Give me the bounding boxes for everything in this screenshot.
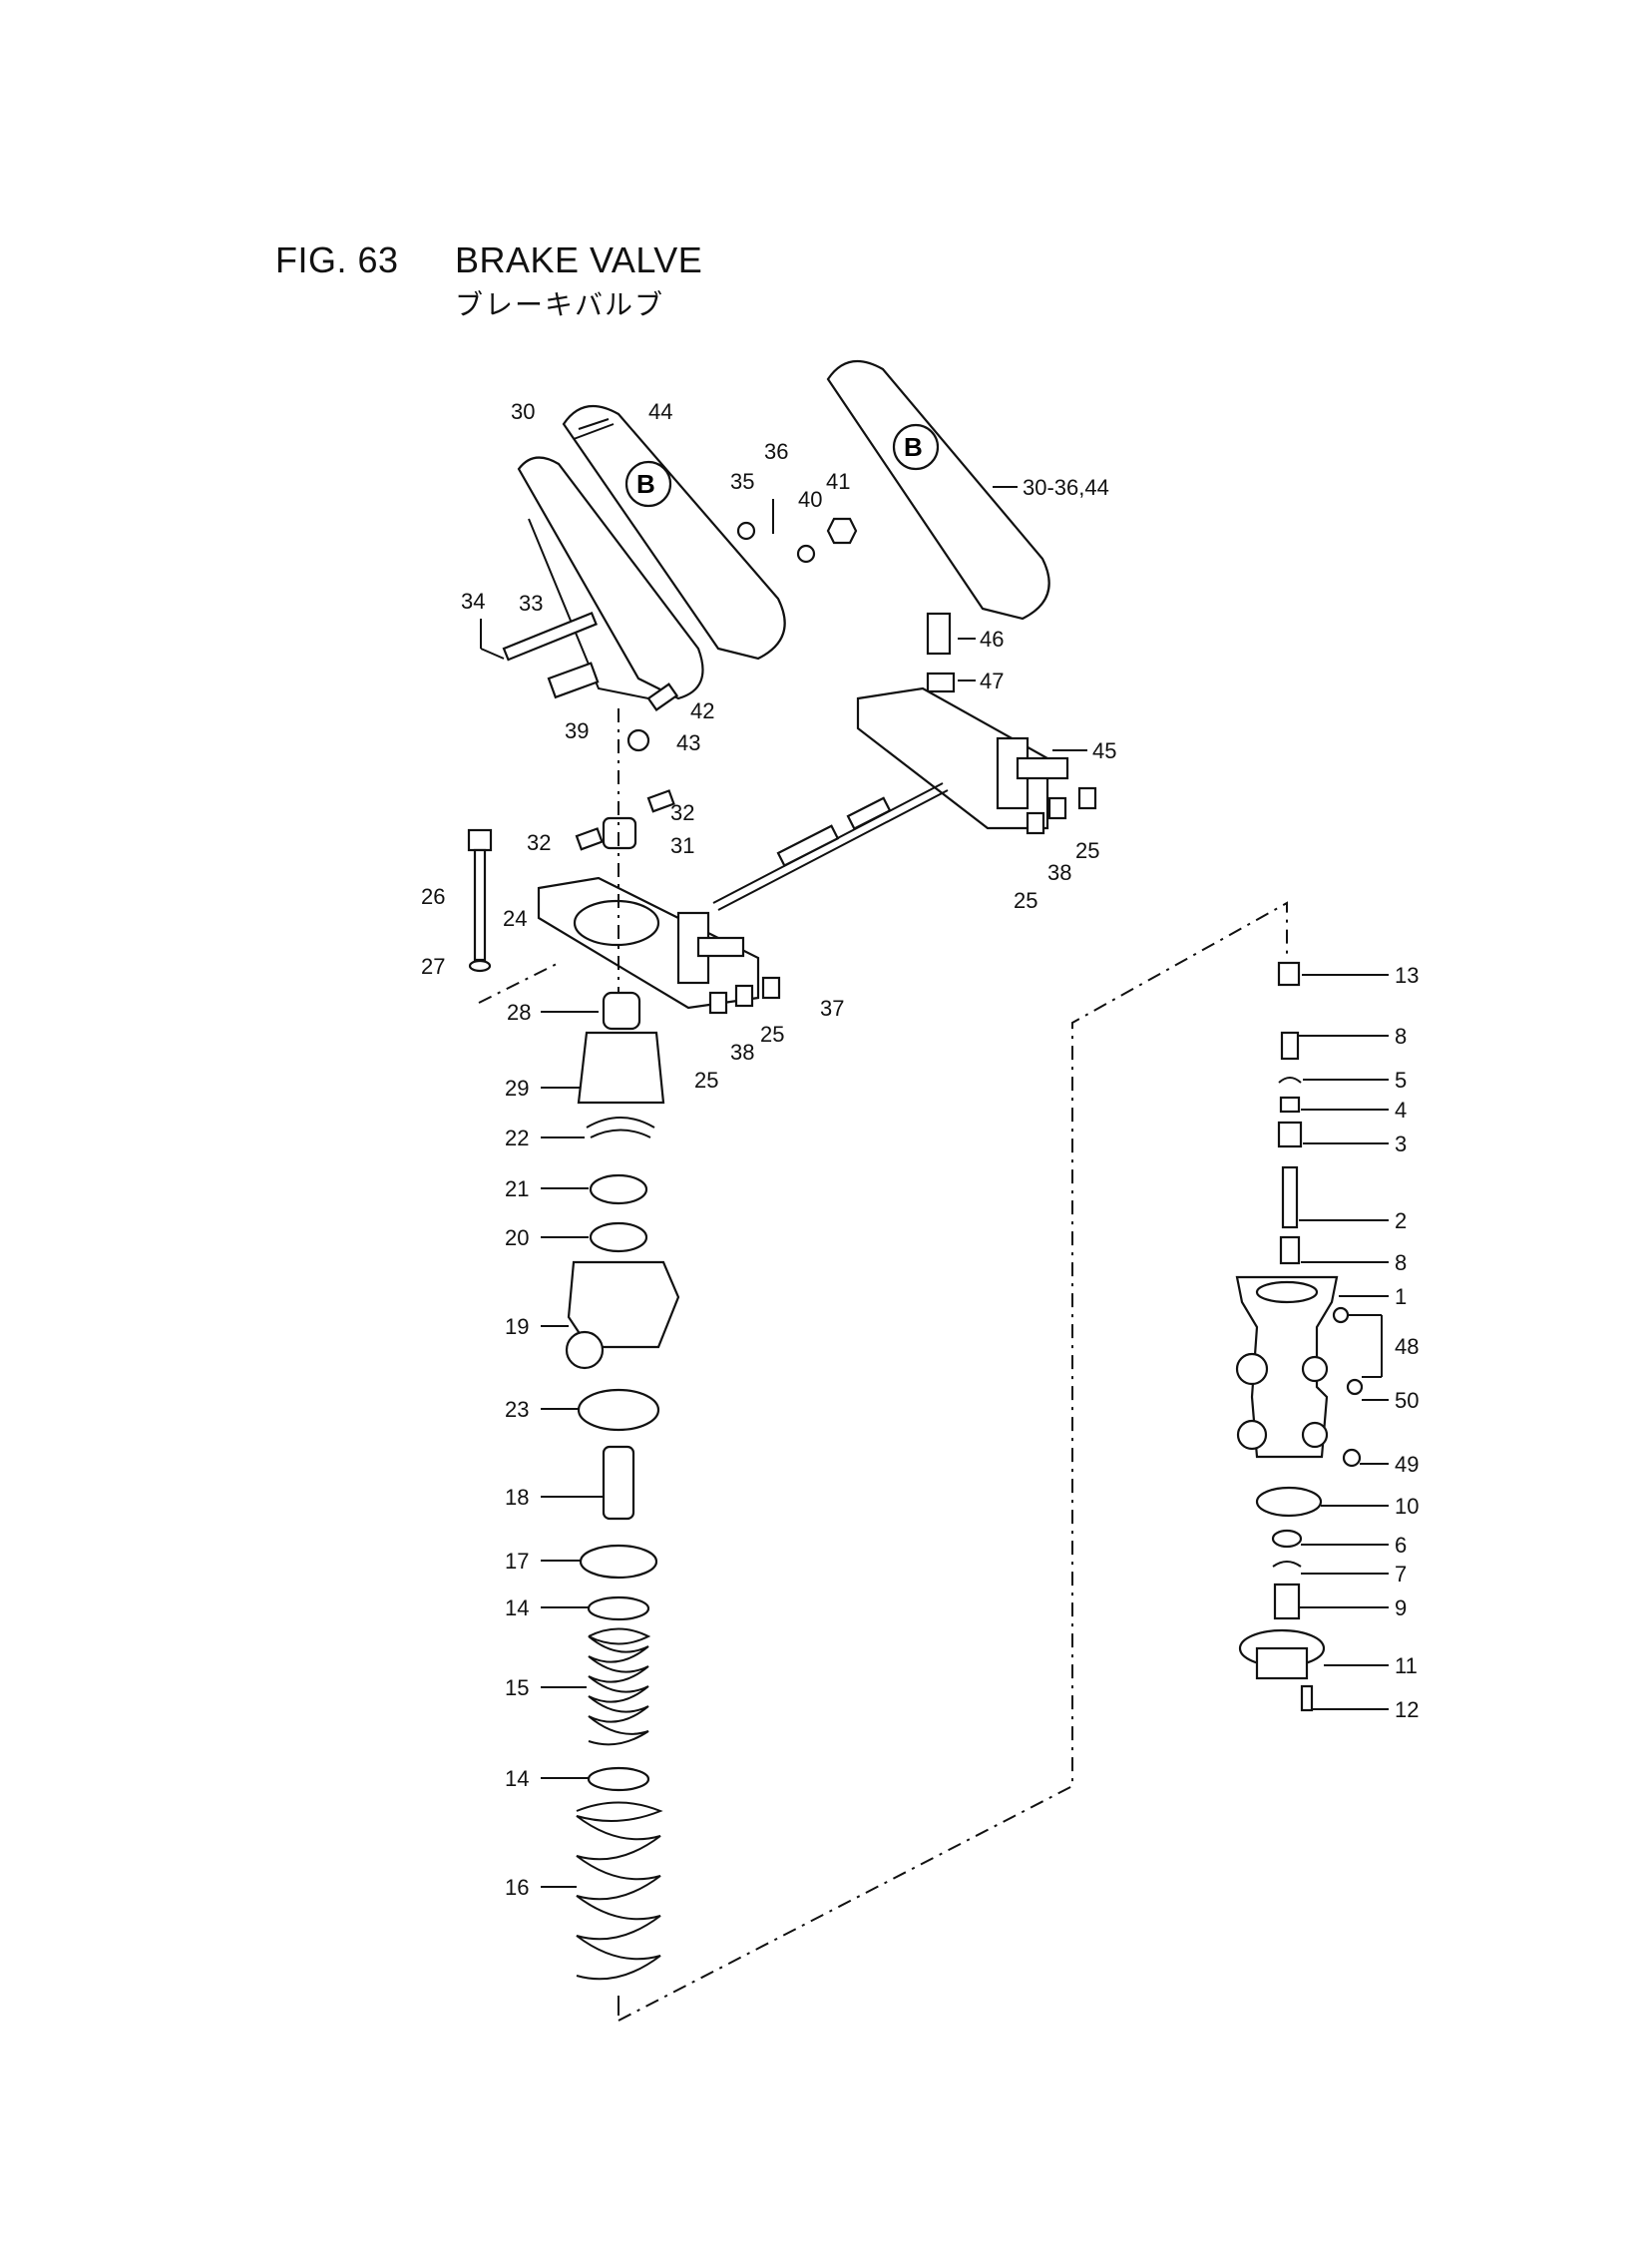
callout-9: 9 bbox=[1395, 1595, 1407, 1620]
callout-leader-lines bbox=[541, 486, 1389, 1888]
callout-31: 31 bbox=[670, 833, 694, 858]
callout-41: 41 bbox=[826, 469, 850, 494]
figure-number: FIG. 63 bbox=[275, 239, 399, 280]
figure-subtitle: ブレーキバルブ bbox=[455, 289, 665, 320]
callout-37: 37 bbox=[820, 996, 844, 1021]
callout-38b: 38 bbox=[730, 1040, 754, 1065]
callout-43: 43 bbox=[676, 730, 700, 755]
callout-42: 42 bbox=[690, 698, 714, 723]
callout-26: 26 bbox=[421, 884, 445, 909]
pedal-left-rear bbox=[517, 456, 704, 700]
pedal-left-pad: B bbox=[562, 404, 786, 661]
callout-6: 6 bbox=[1395, 1533, 1407, 1558]
callout-36: 36 bbox=[764, 439, 788, 464]
callout-28: 28 bbox=[507, 1000, 531, 1025]
callout-15: 15 bbox=[505, 1675, 529, 1700]
callout-4: 4 bbox=[1395, 1098, 1407, 1123]
callout-21: 21 bbox=[505, 1176, 529, 1201]
callout-22: 22 bbox=[505, 1126, 529, 1150]
callout-13: 13 bbox=[1395, 963, 1419, 988]
callout-labels: 30 44 36 35 41 40 30-36,44 34 33 46 47 4… bbox=[421, 399, 1419, 1900]
pedal-right-pad: B bbox=[826, 359, 1050, 621]
bolt-26 bbox=[467, 828, 493, 973]
bushings-31-32 bbox=[575, 789, 675, 851]
callout-19: 19 bbox=[505, 1314, 529, 1339]
callout-25b: 25 bbox=[1014, 888, 1037, 913]
right-valve-stack bbox=[1235, 961, 1364, 1712]
callout-30: 30 bbox=[511, 399, 535, 424]
figure-title: BRAKE VALVE bbox=[455, 239, 703, 280]
callout-20: 20 bbox=[505, 1225, 529, 1250]
pedal-pin-hardware bbox=[480, 499, 956, 752]
callout-8b: 8 bbox=[1395, 1250, 1407, 1275]
callout-50: 50 bbox=[1395, 1388, 1419, 1413]
callout-8a: 8 bbox=[1395, 1024, 1407, 1049]
callout-40: 40 bbox=[798, 487, 822, 512]
left-valve-stack bbox=[565, 991, 680, 2016]
callout-45: 45 bbox=[1092, 738, 1116, 763]
callout-25c: 25 bbox=[760, 1022, 784, 1047]
callout-48: 48 bbox=[1395, 1334, 1419, 1359]
callout-46: 46 bbox=[980, 627, 1004, 652]
callout-14b: 14 bbox=[505, 1766, 529, 1791]
callout-29: 29 bbox=[505, 1076, 529, 1101]
callout-38a: 38 bbox=[1047, 860, 1071, 885]
callout-47: 47 bbox=[980, 669, 1004, 693]
callout-16: 16 bbox=[505, 1875, 529, 1900]
callout-49: 49 bbox=[1395, 1452, 1419, 1477]
callout-44: 44 bbox=[648, 399, 672, 424]
brand-b-icon: B bbox=[904, 432, 923, 462]
callout-35: 35 bbox=[730, 469, 754, 494]
bracket-45 bbox=[856, 686, 1097, 835]
callout-1: 1 bbox=[1395, 1284, 1407, 1309]
callout-33: 33 bbox=[519, 591, 543, 616]
callout-18: 18 bbox=[505, 1485, 529, 1510]
callout-12: 12 bbox=[1395, 1697, 1419, 1722]
callout-3: 3 bbox=[1395, 1132, 1407, 1156]
callout-7: 7 bbox=[1395, 1562, 1407, 1586]
callout-32b: 32 bbox=[527, 830, 551, 855]
callout-11: 11 bbox=[1395, 1653, 1418, 1678]
callout-30-36-44: 30-36,44 bbox=[1023, 475, 1109, 500]
callout-39: 39 bbox=[565, 718, 589, 743]
callout-27: 27 bbox=[421, 954, 445, 979]
callout-25a: 25 bbox=[1075, 838, 1099, 863]
callout-10: 10 bbox=[1395, 1494, 1419, 1519]
rod-37 bbox=[712, 782, 949, 911]
callout-25d: 25 bbox=[694, 1068, 718, 1093]
callout-24: 24 bbox=[503, 906, 527, 931]
bracket-24 bbox=[537, 876, 781, 1015]
callout-2: 2 bbox=[1395, 1208, 1407, 1233]
brand-b-icon: B bbox=[636, 469, 655, 499]
assembly-path-line bbox=[618, 901, 1288, 2022]
callout-34: 34 bbox=[461, 589, 485, 614]
callout-14a: 14 bbox=[505, 1595, 529, 1620]
callout-23: 23 bbox=[505, 1397, 529, 1422]
callout-17: 17 bbox=[505, 1549, 529, 1574]
assembly-path-line-bolt bbox=[478, 962, 560, 1004]
callout-5: 5 bbox=[1395, 1068, 1407, 1093]
callout-32a: 32 bbox=[670, 800, 694, 825]
